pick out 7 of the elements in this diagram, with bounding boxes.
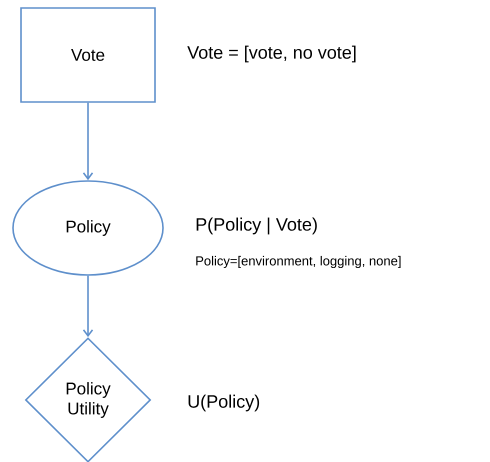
arrow xyxy=(82,276,94,338)
beside-text: U(Policy) xyxy=(188,394,260,412)
arrow xyxy=(82,102,94,180)
beside-text: Policy=[environment, logging, none] xyxy=(196,256,401,268)
beside-text: Vote = [vote, no vote] xyxy=(187,46,356,62)
process-box: Vote xyxy=(20,7,156,103)
beside-text: P(Policy | Vote) xyxy=(196,218,317,234)
